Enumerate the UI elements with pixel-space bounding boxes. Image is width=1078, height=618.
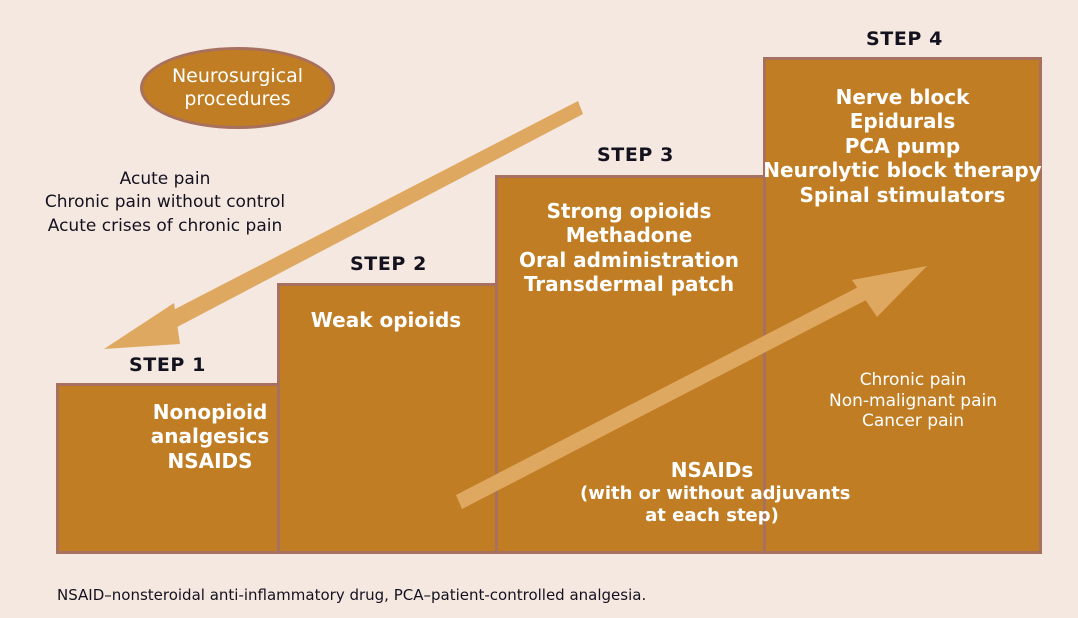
step-4-item-4: Neurolytic block therapy <box>763 158 1042 183</box>
step-4-items: Nerve block Epidurals PCA pump Neurolyti… <box>763 85 1042 207</box>
right-indication-3: Cancer pain <box>862 411 964 432</box>
step-2-items: Weak opioids <box>277 308 495 332</box>
step-3-item-2: Methadone <box>565 223 693 248</box>
left-indication-2: Chronic pain without control <box>44 192 286 213</box>
step-2-item-1: Weak opioids <box>310 308 462 332</box>
step-3-item-1: Strong opioids <box>546 199 712 223</box>
step-1-items: Nonopioid analgesics NSAIDS <box>85 400 335 473</box>
step-1-label: STEP 1 <box>129 354 206 376</box>
callout-text: Neurosurgical procedures <box>172 65 303 111</box>
step-4-item-3: PCA pump <box>844 133 961 158</box>
step-1-item-1: Nonopioid <box>152 400 268 424</box>
step-4-item-1: Nerve block <box>835 85 970 109</box>
step-1-item-3: NSAIDS <box>167 448 253 473</box>
callout-line-2: procedures <box>184 88 291 110</box>
adjuvants-note: NSAIDs (with or without adjuvants at eac… <box>580 458 851 527</box>
right-indication-1: Chronic pain <box>859 370 967 390</box>
right-indication-2: Non-malignant pain <box>829 390 997 411</box>
right-indications-text: Chronic pain Non-malignant pain Cancer p… <box>810 370 1016 432</box>
step-3-label: STEP 3 <box>597 144 674 166</box>
left-indication-3: Acute crises of chronic pain <box>47 215 283 236</box>
step-1-item-2: analgesics <box>150 424 270 449</box>
step-4-item-5: Spinal stimulators <box>799 182 1006 207</box>
adjuvants-note-line-1: NSAIDs <box>670 458 754 482</box>
adjuvants-note-line-2: (with or without adjuvants <box>580 482 851 504</box>
step-3-items: Strong opioids Methadone Oral administra… <box>495 199 763 297</box>
step-3-item-4: Transdermal patch <box>523 272 735 297</box>
step-4-label: STEP 4 <box>866 28 943 50</box>
footnote: NSAID–nonsteroidal anti-inflammatory dru… <box>57 586 647 604</box>
callout-line-1: Neurosurgical <box>171 65 304 88</box>
neurosurgical-procedures-callout: Neurosurgical procedures <box>140 47 335 129</box>
left-indication-1: Acute pain <box>119 169 211 189</box>
adjuvants-note-line-3: at each step) <box>645 504 779 526</box>
step-2-label: STEP 2 <box>350 253 427 275</box>
step-4-item-2: Epidurals <box>849 109 956 134</box>
left-indications-text: Acute pain Chronic pain without control … <box>40 168 290 238</box>
step-3-item-3: Oral administration <box>519 247 739 272</box>
